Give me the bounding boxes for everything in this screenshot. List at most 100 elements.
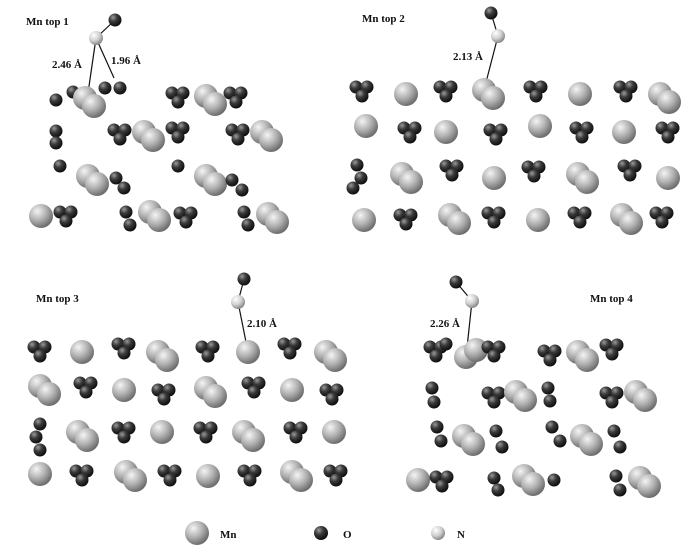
o-atom	[430, 420, 444, 434]
mn-atom	[619, 211, 643, 235]
o-atom	[527, 169, 541, 183]
mn-atom	[196, 464, 220, 488]
o-atom	[59, 214, 73, 228]
mn-atom	[85, 172, 109, 196]
o-atom	[49, 93, 63, 107]
o-atom	[109, 171, 123, 185]
mn-atom	[637, 474, 661, 498]
o-atom	[117, 346, 131, 360]
o-atom	[355, 89, 369, 103]
o-atom	[439, 89, 453, 103]
o-atom	[117, 430, 131, 444]
o-atom	[541, 381, 555, 395]
o-atom	[613, 483, 627, 497]
o-atom	[489, 424, 503, 438]
o-atom	[619, 89, 633, 103]
mn-atom	[141, 128, 165, 152]
o-atom-icon	[314, 526, 328, 540]
o-atom	[487, 215, 501, 229]
mn-atom	[150, 420, 174, 444]
mn-atom	[575, 348, 599, 372]
mn-atom	[575, 170, 599, 194]
panel-title-mn-top-3: Mn top 3	[36, 293, 79, 305]
o-atom	[49, 136, 63, 150]
mn-atom	[657, 90, 681, 114]
o-atom	[491, 483, 505, 497]
o-atom	[403, 130, 417, 144]
o-atom	[484, 6, 498, 20]
o-atom	[399, 217, 413, 231]
mn-atom	[528, 114, 552, 138]
o-atom	[429, 349, 443, 363]
o-atom	[123, 218, 137, 232]
mn-atom-icon	[185, 521, 209, 545]
o-atom	[329, 473, 343, 487]
mn-atom	[322, 420, 346, 444]
mn-atom	[394, 82, 418, 106]
o-atom	[575, 130, 589, 144]
mn-atom	[323, 348, 347, 372]
o-atom	[33, 443, 47, 457]
distance-label-2-46: 2.46 Å	[52, 59, 82, 71]
o-atom	[171, 95, 185, 109]
mn-atom	[82, 94, 106, 118]
o-atom	[445, 168, 459, 182]
n-atom-icon	[431, 526, 445, 540]
o-atom	[283, 346, 297, 360]
mn-atom	[37, 382, 61, 406]
o-atom	[354, 171, 368, 185]
mn-atom	[447, 211, 471, 235]
mn-atom	[481, 86, 505, 110]
bond-lines	[86, 12, 499, 358]
mn-atom	[352, 208, 376, 232]
n-atom	[465, 294, 479, 308]
o-atom	[75, 473, 89, 487]
o-atom	[605, 347, 619, 361]
mn-atom	[280, 378, 304, 402]
mn-atom	[482, 166, 506, 190]
o-atom	[289, 430, 303, 444]
o-atom	[229, 95, 243, 109]
mn-atom	[612, 120, 636, 144]
o-atom	[237, 272, 251, 286]
o-atom	[487, 471, 501, 485]
o-atom	[53, 159, 67, 173]
mn-atom	[112, 378, 136, 402]
o-atom	[623, 168, 637, 182]
mn-atom	[526, 208, 550, 232]
o-atom	[487, 395, 501, 409]
o-atom	[163, 473, 177, 487]
o-atom	[545, 420, 559, 434]
o-atom	[231, 132, 245, 146]
mn-atom	[434, 120, 458, 144]
o-atom	[435, 479, 449, 493]
o-atom	[157, 392, 171, 406]
o-atom	[98, 81, 112, 95]
mn-atom	[29, 204, 53, 228]
o-atom	[543, 353, 557, 367]
mn-atom	[568, 82, 592, 106]
mn-atom	[203, 384, 227, 408]
o-atom	[489, 132, 503, 146]
legend-label-n: N	[457, 529, 465, 541]
o-atom	[439, 337, 453, 351]
mn-atom	[70, 340, 94, 364]
mn-atom	[513, 388, 537, 412]
mn-atom	[633, 388, 657, 412]
o-atom	[113, 81, 127, 95]
o-atom	[235, 183, 249, 197]
o-atom	[201, 349, 215, 363]
o-atom	[179, 215, 193, 229]
mn-atom	[147, 208, 171, 232]
o-atom	[661, 130, 675, 144]
o-atom	[243, 473, 257, 487]
mn-atom	[656, 166, 680, 190]
o-atom	[495, 440, 509, 454]
legend-label-o: O	[343, 529, 352, 541]
n-atom	[491, 29, 505, 43]
o-atom	[171, 130, 185, 144]
o-atom	[49, 124, 63, 138]
mn-atom	[203, 92, 227, 116]
distance-label-2-10: 2.10 Å	[247, 318, 277, 330]
o-atom	[325, 392, 339, 406]
